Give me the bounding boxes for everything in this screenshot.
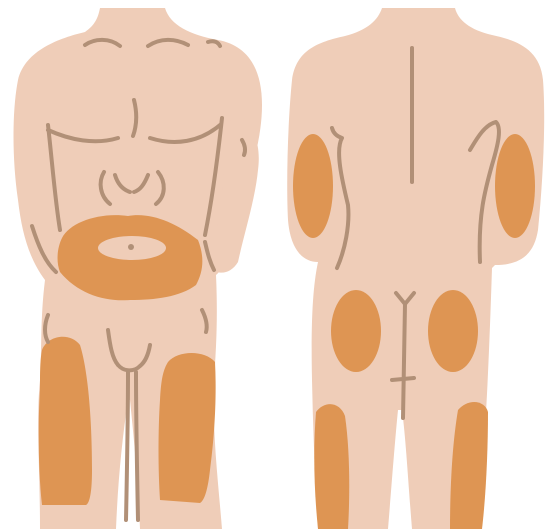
inner-leg-right xyxy=(136,372,138,520)
back-right-buttock-region xyxy=(428,290,478,372)
gluteal-cleft xyxy=(403,304,405,418)
back-figure xyxy=(287,8,544,529)
back-left-buttock-region xyxy=(331,290,381,372)
front-figure xyxy=(14,8,263,529)
back-left-thigh-region xyxy=(314,404,349,529)
back-right-upper-arm-region xyxy=(495,134,535,238)
gluteal-crease xyxy=(392,378,414,380)
navel xyxy=(128,244,134,250)
inner-leg-left xyxy=(126,372,128,520)
front-right-thigh-region xyxy=(159,353,216,503)
back-left-upper-arm-region xyxy=(293,134,333,238)
front-left-thigh-region xyxy=(39,337,92,505)
